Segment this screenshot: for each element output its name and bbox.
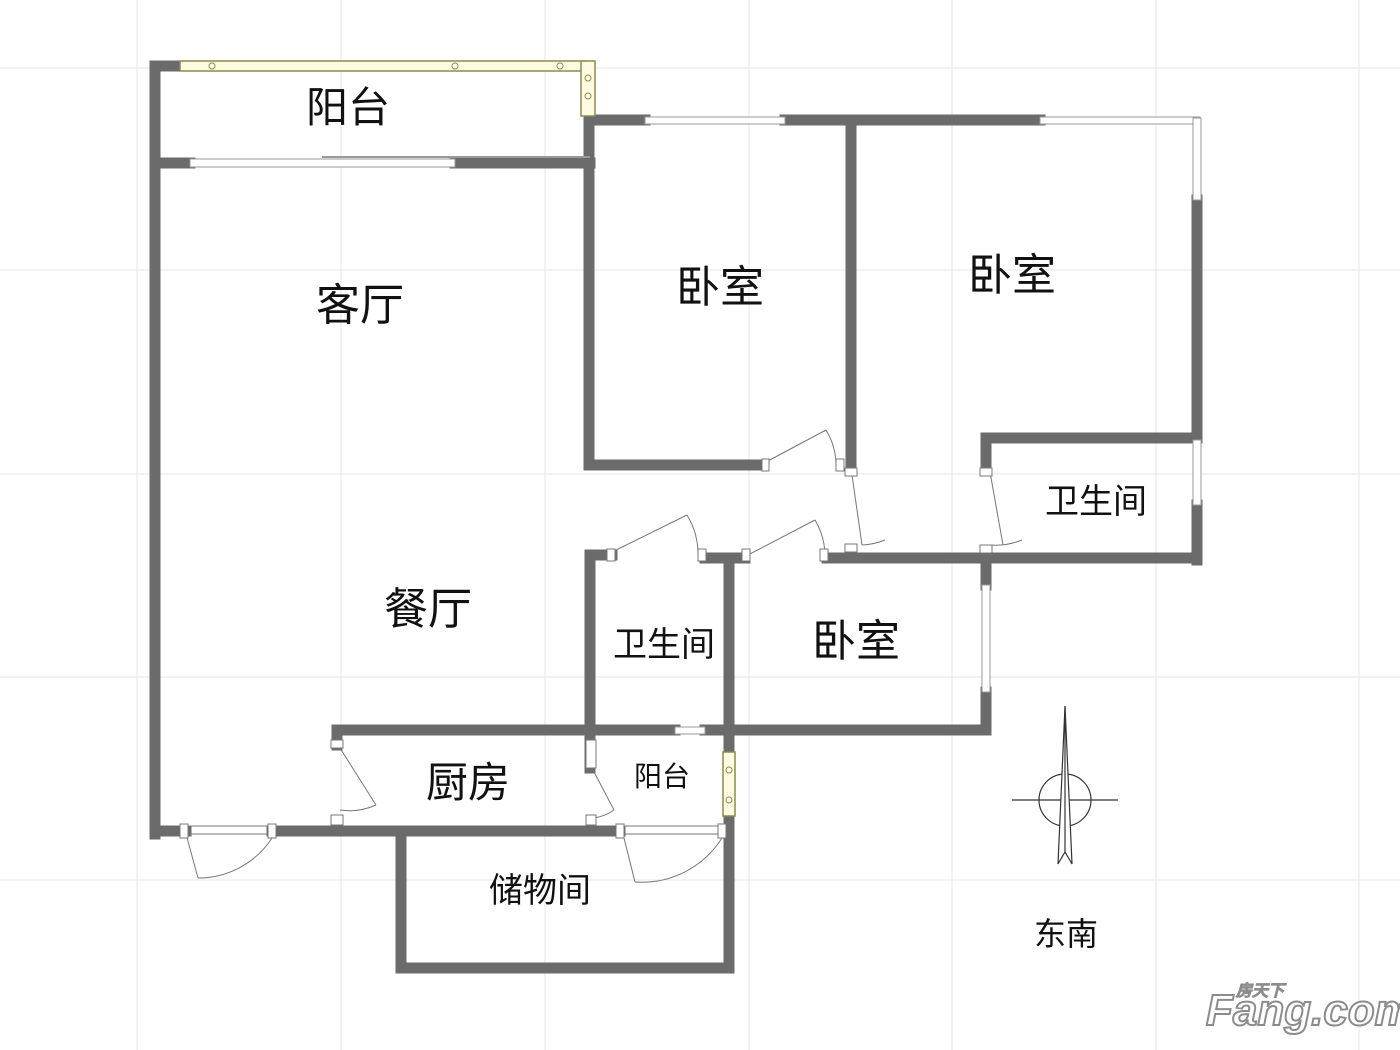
railing-post — [584, 74, 592, 82]
balcony-railing-corner — [580, 60, 596, 117]
door-entrance — [179, 823, 277, 879]
room-labels: 阳台 客厅 卧室 卧室 卫生间 餐厅 卫生间 卧室 厨房 阳台 储物间 — [306, 83, 1147, 911]
watermark-brand: Fang.com — [1206, 986, 1400, 1035]
bedroom2-window-top — [1039, 116, 1201, 125]
bathroom1-window — [1192, 439, 1202, 506]
door-bedroom3 — [741, 519, 829, 562]
railing-post — [451, 62, 459, 70]
doors — [179, 429, 1023, 883]
railing-post — [584, 92, 592, 100]
kitchen-label: 厨房 — [426, 758, 510, 807]
railing-post — [725, 766, 733, 774]
bedroom1-window — [644, 116, 786, 125]
door-bathroom2 — [606, 514, 707, 562]
bathroom1-label: 卫生间 — [1045, 482, 1147, 522]
living-room-label: 客厅 — [316, 280, 404, 331]
bathroom2-window — [674, 726, 706, 735]
door-bathroom1 — [979, 467, 1023, 554]
door-small-balcony — [585, 739, 615, 826]
orientation-label: 东南 — [1034, 915, 1098, 953]
door-storage — [615, 823, 727, 883]
watermark-logo: Fang.com 房天下 — [1205, 982, 1400, 1036]
windows — [179, 60, 1202, 817]
small-balcony-railing — [722, 751, 736, 817]
living-sliding-door — [189, 158, 456, 168]
bedroom1-label: 卧室 — [676, 262, 764, 313]
balcony-railing — [179, 60, 586, 72]
bedroom3-label: 卧室 — [812, 616, 900, 667]
door-kitchen — [330, 739, 377, 826]
door-bedroom1 — [761, 429, 845, 472]
bathroom2-label: 卫生间 — [613, 625, 715, 665]
bedroom3-window — [981, 584, 991, 693]
small-balcony-label: 阳台 — [634, 760, 690, 793]
dining-room-label: 餐厅 — [384, 584, 472, 635]
watermark-brand-cn: 房天下 — [1235, 982, 1287, 1000]
bedroom2-label: 卧室 — [968, 250, 1056, 301]
balcony-north-label: 阳台 — [306, 83, 390, 132]
railing-post — [725, 796, 733, 804]
walls — [149, 60, 1203, 974]
door-bedroom2 — [844, 467, 886, 553]
storage-label: 储物间 — [489, 871, 591, 911]
railing-post — [556, 62, 564, 70]
compass-icon — [1012, 705, 1118, 865]
railing-post — [208, 62, 216, 70]
bedroom2-window-side — [1192, 117, 1202, 201]
